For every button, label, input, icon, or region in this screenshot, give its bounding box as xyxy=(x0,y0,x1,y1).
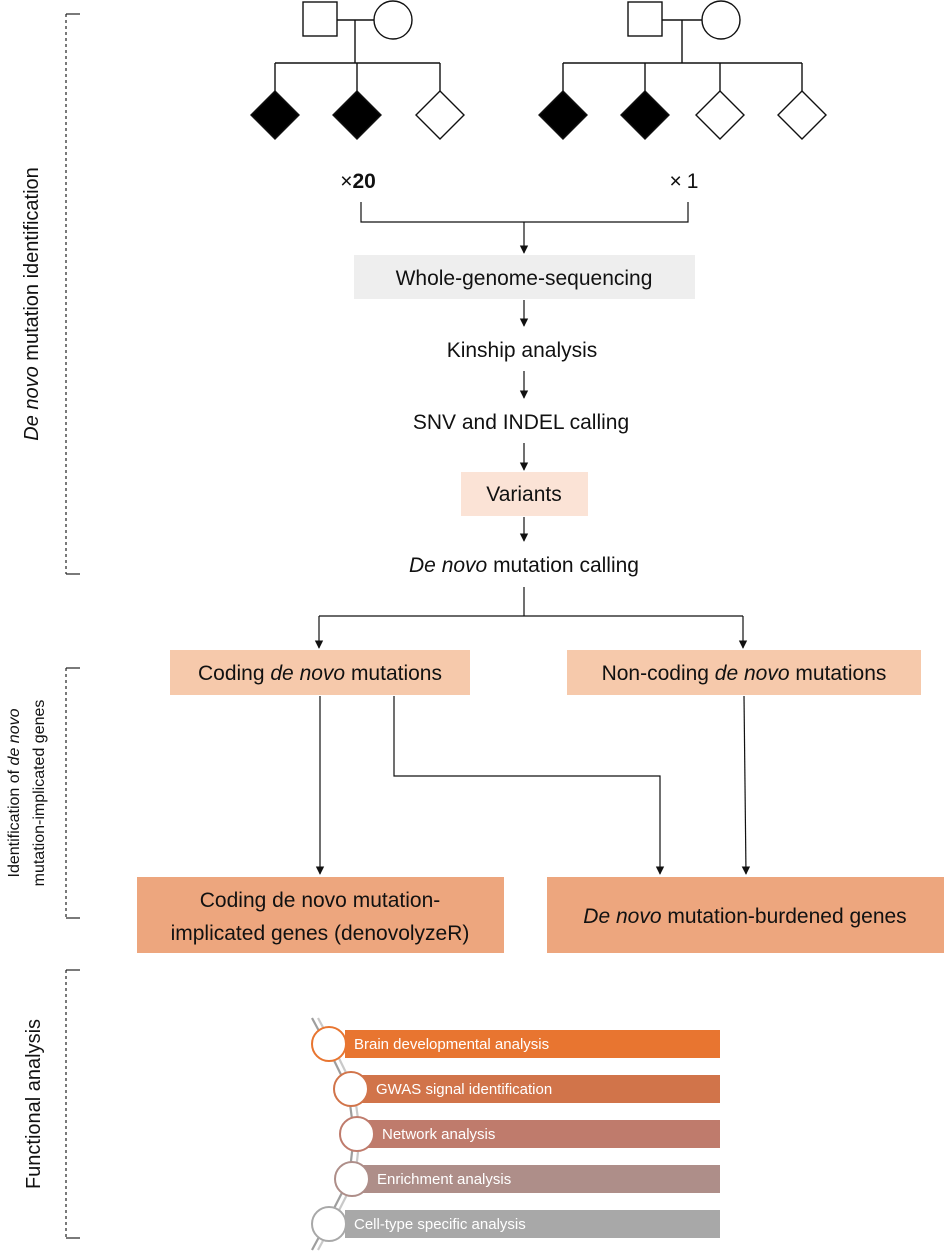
father-square-icon xyxy=(627,1,663,37)
affected-child-diamond-icon xyxy=(538,90,588,140)
noncoding-mutations-box xyxy=(567,650,921,695)
burdened-genes-label: De novo mutation-burdened genes xyxy=(583,905,906,928)
wgs-label: Whole-genome-sequencing xyxy=(396,267,653,290)
unaffected-child-diamond-icon xyxy=(695,90,745,140)
gene-connectors xyxy=(315,695,751,875)
unaffected-child-diamond-icon xyxy=(415,90,465,140)
split-connector xyxy=(314,587,748,649)
svg-text:Identification of de novo: Identification of de novo xyxy=(6,708,23,877)
wgs-box xyxy=(354,255,695,299)
coding-mutations-box xyxy=(170,650,470,695)
variants-box xyxy=(461,472,588,516)
analysis-label: Brain developmental analysis xyxy=(354,1036,549,1053)
analysis-bar xyxy=(368,1120,720,1148)
dnm-calling-label: De novo mutation calling xyxy=(409,554,639,577)
helix-node-icon xyxy=(311,1026,347,1062)
functional-analysis-item: Brain developmental analysis xyxy=(311,1026,720,1062)
helix-node-icon xyxy=(333,1071,369,1107)
section-label-functional: Functional analysis xyxy=(23,1019,45,1189)
functional-analysis-item: Network analysis xyxy=(339,1116,720,1152)
coding-genes-box xyxy=(137,877,504,953)
kinship-label: Kinship analysis xyxy=(447,339,598,362)
section-label-genes: Identification of de novo mutation-impli… xyxy=(6,700,48,887)
affected-child-diamond-icon xyxy=(332,90,382,140)
affected-child-diamond-icon xyxy=(250,90,300,140)
pedigree-family-2 xyxy=(538,0,827,140)
pedigree-family-1 xyxy=(250,0,465,140)
analysis-bar xyxy=(362,1165,720,1193)
analysis-label: Network analysis xyxy=(382,1126,495,1143)
helix-node-icon xyxy=(334,1161,370,1197)
analysis-label: GWAS signal identification xyxy=(376,1081,552,1098)
section-bracket-functional xyxy=(65,969,80,1239)
mother-circle-icon xyxy=(701,0,741,40)
analysis-bar xyxy=(345,1030,720,1058)
coding-mutations-label: Coding de novo mutations xyxy=(198,662,442,685)
father-square-icon xyxy=(302,1,338,37)
analysis-bar xyxy=(360,1075,720,1103)
merge-connector xyxy=(360,202,689,254)
mother-circle-icon xyxy=(373,0,413,40)
noncoding-mutations-label: Non-coding de novo mutations xyxy=(602,662,887,685)
analysis-label: Enrichment analysis xyxy=(377,1171,511,1188)
functional-analysis-item: Enrichment analysis xyxy=(334,1161,720,1197)
section-bracket-identification xyxy=(65,13,80,575)
snv-indel-label: SNV and INDEL calling xyxy=(413,411,629,434)
unaffected-child-diamond-icon xyxy=(777,90,827,140)
helix-node-icon xyxy=(339,1116,375,1152)
variants-label: Variants xyxy=(486,483,561,506)
section-bracket-genes xyxy=(65,667,80,919)
section-label-genes-line2: mutation-implicated genes xyxy=(31,700,48,887)
affected-child-diamond-icon xyxy=(620,90,670,140)
functional-analysis-item: GWAS signal identification xyxy=(333,1071,720,1107)
functional-analysis-item: Cell-type specific analysis xyxy=(311,1206,720,1242)
burdened-genes-box xyxy=(547,877,944,953)
coding-genes-line2: implicated genes (denovolyzeR) xyxy=(171,922,470,945)
section-label-identification: De novo mutation identification xyxy=(21,167,43,441)
helix-node-icon xyxy=(311,1206,347,1242)
multiplier-left: ×20 xyxy=(340,170,376,193)
analysis-label: Cell-type specific analysis xyxy=(354,1216,526,1233)
section-label-genes-line1: Identification of xyxy=(6,765,23,877)
section-label-genes-italic: de novo xyxy=(6,708,23,765)
multiplier-right: ×1 xyxy=(670,170,699,193)
coding-genes-line1: Coding de novo mutation- xyxy=(200,889,441,912)
analysis-bar xyxy=(345,1210,720,1238)
